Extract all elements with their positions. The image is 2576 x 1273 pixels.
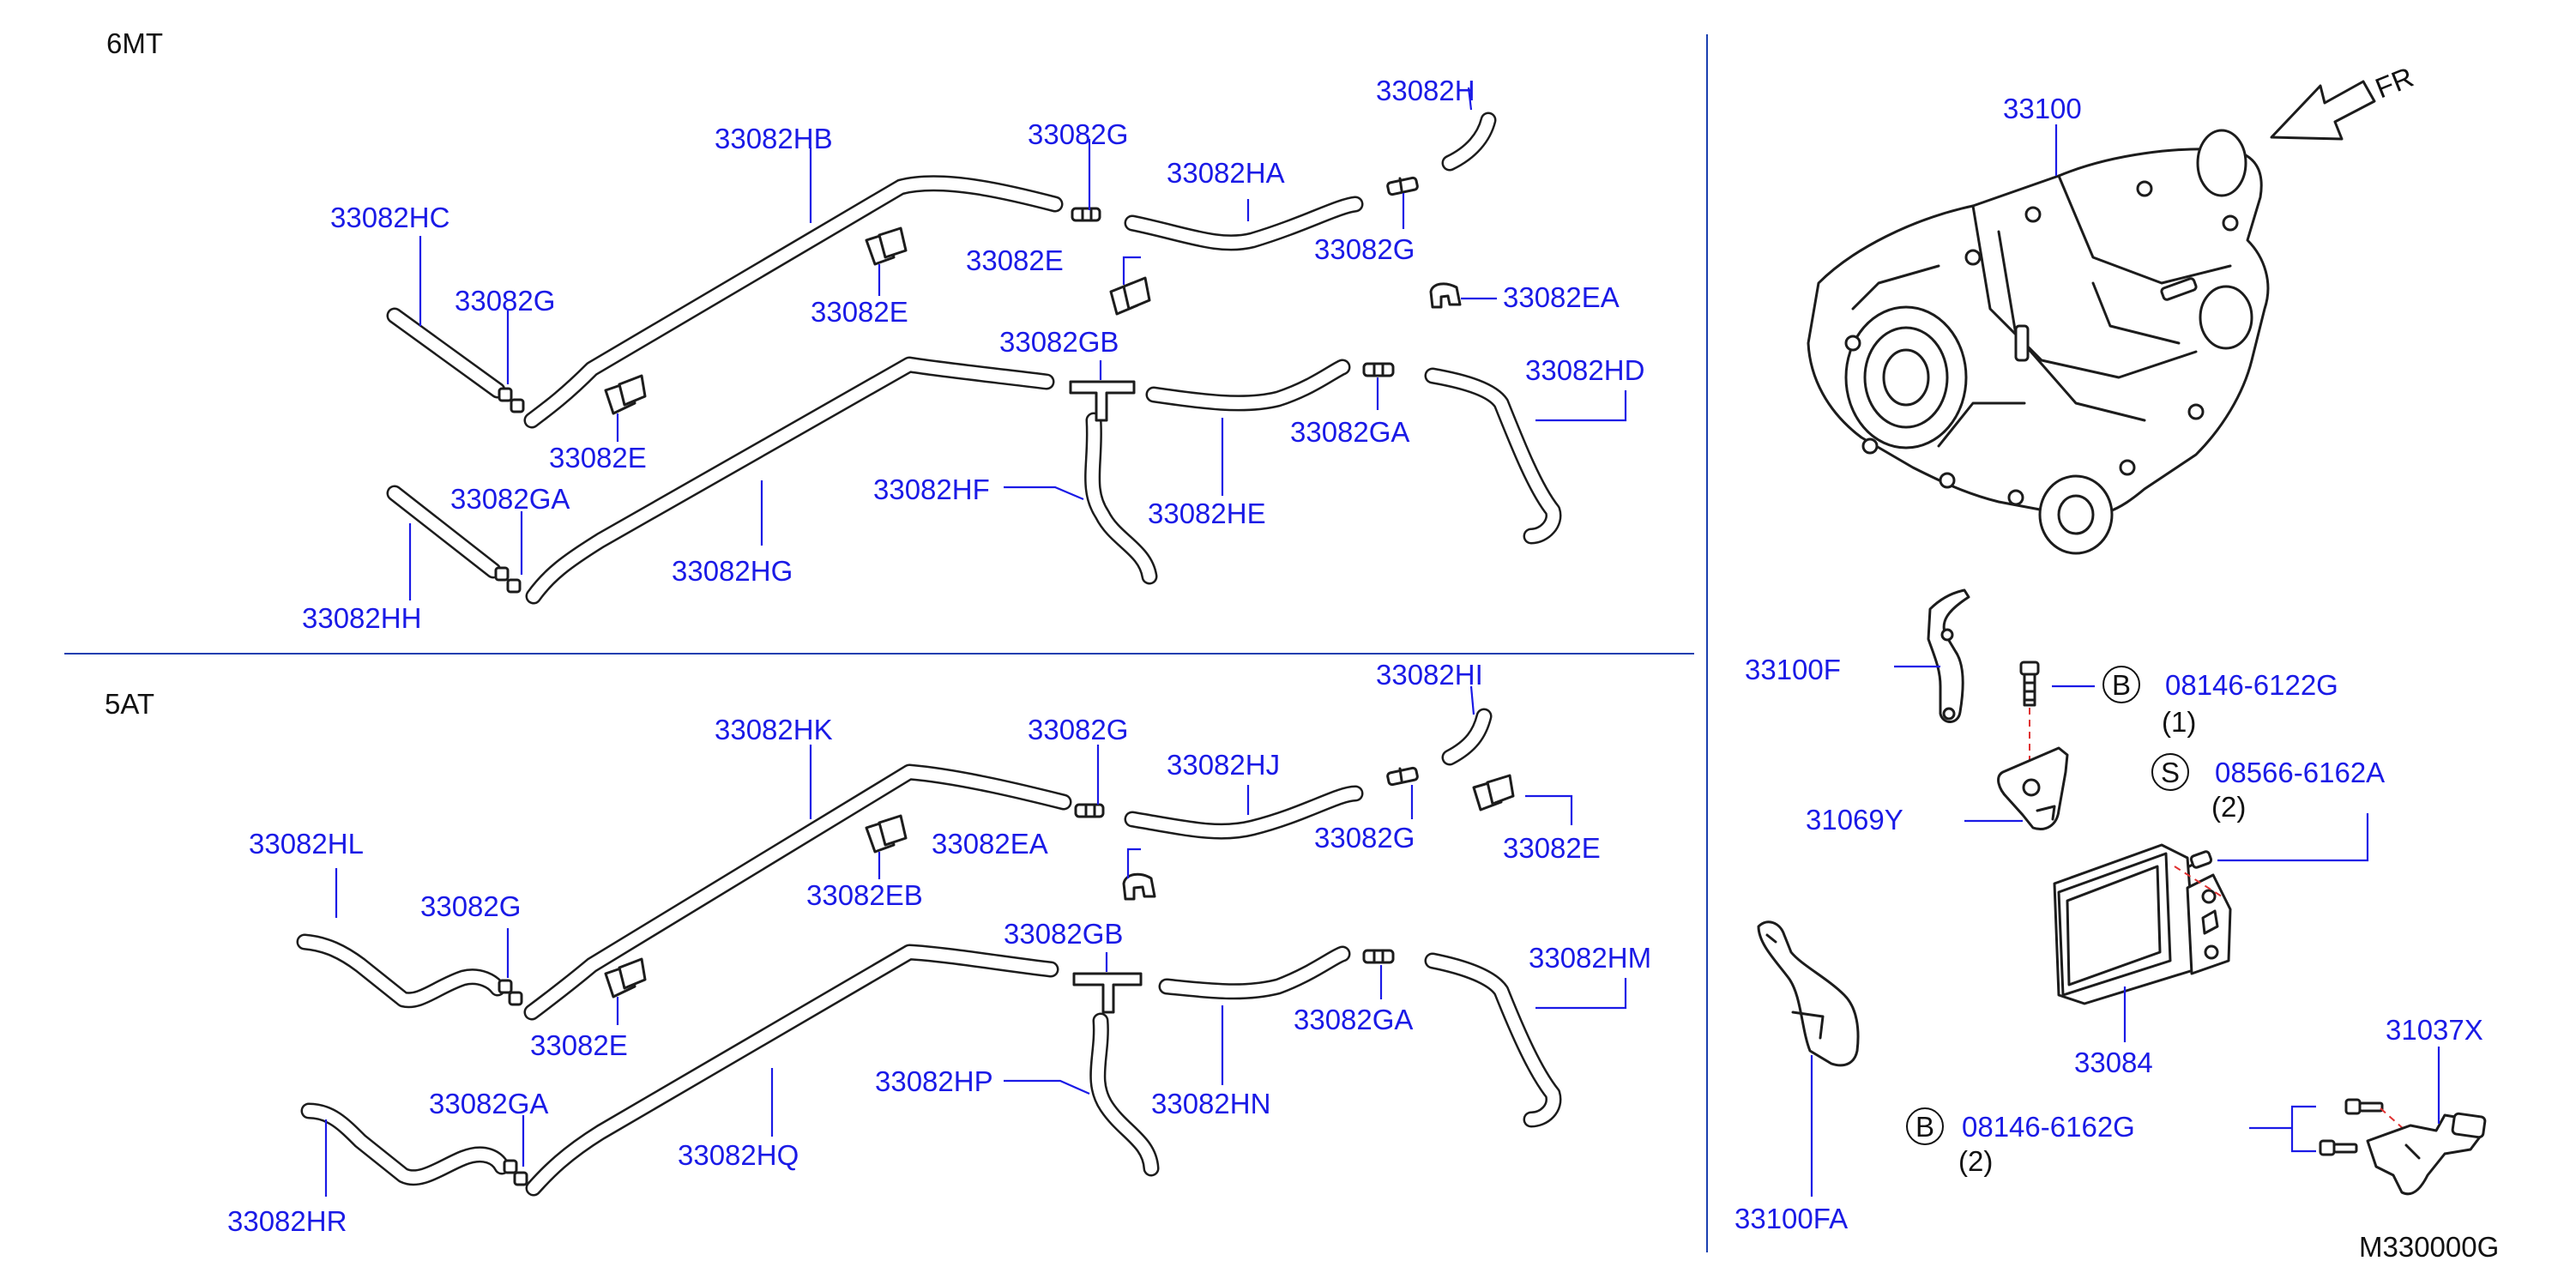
connector-icon: [494, 566, 522, 594]
symbol-s: S: [2161, 757, 2180, 788]
connector-icon: [1069, 380, 1136, 422]
connector-icon: [1074, 803, 1105, 818]
leaders-5at: [324, 685, 1627, 1197]
leader-08566-6162a: [2217, 813, 2369, 862]
label-33082g: 33082G: [1028, 714, 1128, 745]
section-title-6mt: 6MT: [106, 27, 163, 59]
clip-icon: [1472, 774, 1515, 811]
qty-08146-6122g: (1): [2162, 706, 2196, 738]
label-33082e: 33082E: [811, 296, 908, 328]
qty-08566-6162a: (2): [2211, 791, 2246, 823]
label-33082gb: 33082GB: [1004, 918, 1123, 950]
clip-icon: [1122, 872, 1156, 901]
label-33100: 33100: [2003, 93, 2082, 124]
label-33082h: 33082H: [1376, 75, 1475, 106]
label-33082e: 33082E: [549, 442, 647, 474]
clip-icon: [604, 374, 647, 415]
label-33082ga: 33082GA: [1294, 1004, 1413, 1035]
label-33100f: 33100F: [1745, 654, 1841, 685]
label-08146-6122g: 08146-6122G: [2165, 669, 2338, 701]
clip-icon: [1109, 276, 1151, 316]
label-33082gb: 33082GB: [999, 326, 1119, 358]
hose-group-6mt: [386, 112, 1562, 605]
label-33082e: 33082E: [966, 244, 1064, 276]
fr-label: FR: [2371, 61, 2418, 105]
label-33082hk: 33082HK: [715, 714, 833, 745]
label-33082hd: 33082HD: [1525, 354, 1644, 386]
label-33082he: 33082HE: [1148, 498, 1266, 529]
screw-axis-line: [2174, 866, 2223, 897]
label-33082hq: 33082HQ: [678, 1139, 799, 1171]
connector-icon: [1071, 207, 1101, 222]
connector-icon: [498, 979, 523, 1006]
bolt-icon: [2319, 1139, 2358, 1156]
label-33082e: 33082E: [1503, 832, 1601, 864]
label-33082hc: 33082HC: [330, 202, 449, 233]
label-33082hi: 33082HI: [1376, 659, 1483, 691]
bracket-31069y-drawing: [1997, 746, 2069, 830]
label-33082hl: 33082HL: [249, 828, 364, 860]
label-33082ga: 33082GA: [429, 1088, 548, 1119]
connector-icon: [503, 1159, 528, 1186]
leaders-6mt: [408, 87, 1627, 600]
label-33082hp: 33082HP: [875, 1065, 993, 1097]
bolt-icon: [2344, 1098, 2384, 1115]
label-33082hr: 33082HR: [227, 1205, 347, 1237]
label-33100fa: 33100FA: [1734, 1203, 1848, 1234]
symbol-circle-b: [2102, 666, 2140, 703]
label-33082g: 33082G: [1028, 118, 1128, 150]
bolt-icon: [2019, 661, 2040, 707]
label-08146-6162g: 08146-6162G: [1962, 1111, 2135, 1143]
connector-icon: [1362, 362, 1395, 377]
label-33082g: 33082G: [1314, 233, 1415, 265]
label-33082ea: 33082EA: [932, 828, 1048, 860]
symbol-b: B: [1915, 1111, 1934, 1143]
transfer-case-drawing: [1807, 129, 2270, 555]
label-31037x: 31037X: [2386, 1014, 2483, 1046]
label-33082eb: 33082EB: [806, 879, 923, 911]
fr-arrow-icon: [2270, 80, 2376, 141]
connector-icon: [1362, 949, 1395, 964]
label-33082hf: 33082HF: [873, 474, 990, 505]
label-33082hm: 33082HM: [1529, 942, 1651, 974]
label-33082ga: 33082GA: [450, 483, 570, 515]
label-33082g: 33082G: [455, 285, 555, 317]
connector-icon: [1072, 972, 1143, 1014]
label-33082ha: 33082HA: [1167, 157, 1285, 189]
bracket-33100fa-drawing: [1757, 920, 1860, 1067]
control-unit-33084-drawing: [2053, 843, 2232, 1005]
label-33082hh: 33082HH: [302, 602, 421, 634]
sensor-31037x-drawing: [2366, 1112, 2487, 1196]
symbol-circle-b2: [1906, 1107, 1944, 1145]
hose-group-5at: [296, 708, 1562, 1197]
label-33084: 33084: [2074, 1047, 2153, 1078]
clip-icon: [604, 957, 647, 998]
bracket-33100f-drawing: [1927, 588, 1970, 723]
clip-icon: [865, 226, 908, 266]
label-33082hn: 33082HN: [1151, 1088, 1270, 1119]
hose-icon: [523, 175, 1064, 429]
label-33082ga: 33082GA: [1290, 416, 1409, 448]
leader-08146-6162g-bracket: [2290, 1105, 2316, 1153]
label-33082hb: 33082HB: [715, 123, 833, 154]
label-33082g: 33082G: [1314, 822, 1415, 854]
symbol-b: B: [2112, 669, 2131, 701]
label-33082hj: 33082HJ: [1167, 749, 1280, 781]
label-31069y: 31069Y: [1806, 804, 1903, 836]
label-33082ea: 33082EA: [1503, 281, 1620, 313]
clip-icon: [1429, 282, 1462, 309]
qty-08146-6162g: (2): [1958, 1145, 1993, 1177]
diagram-code: M330000G: [2359, 1231, 2499, 1263]
label-33082g: 33082G: [420, 890, 521, 922]
connector-icon: [1386, 176, 1419, 196]
label-33082e: 33082E: [530, 1029, 628, 1061]
connector-icon: [1386, 766, 1419, 787]
clip-icon: [865, 814, 908, 854]
symbol-circle-s: [2151, 753, 2189, 791]
connector-icon: [498, 387, 525, 413]
label-33082hg: 33082HG: [672, 555, 793, 587]
section-title-5at: 5AT: [105, 688, 154, 720]
label-08566-6162a: 08566-6162A: [2215, 757, 2385, 788]
